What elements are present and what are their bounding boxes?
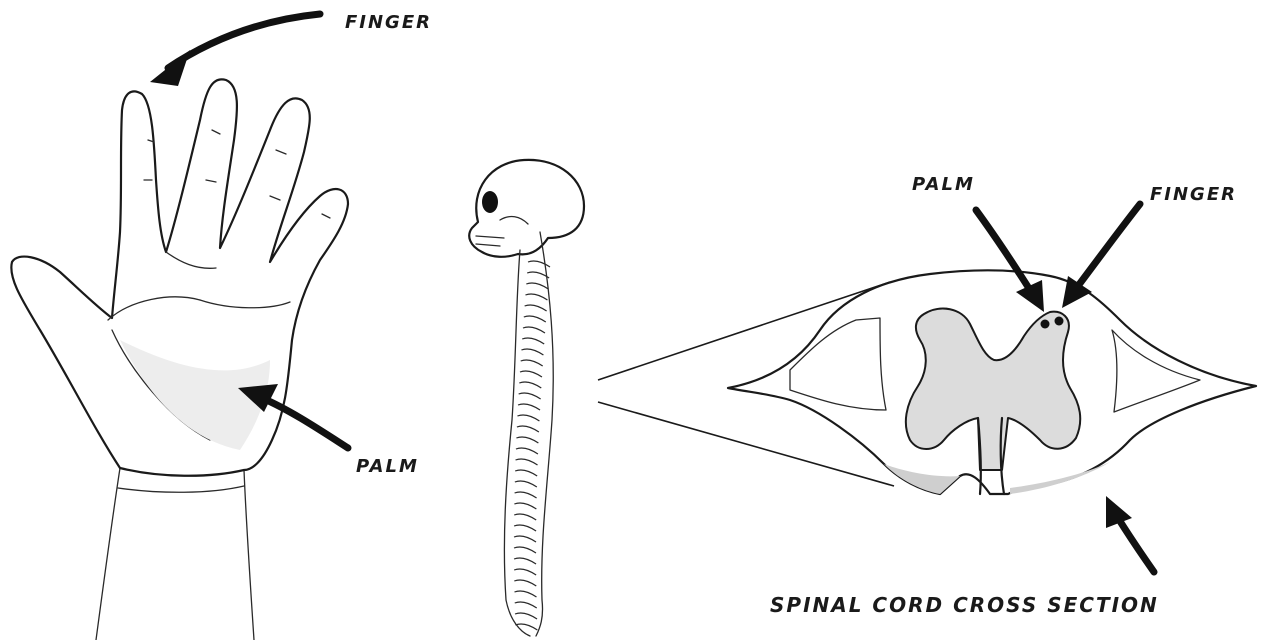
- vertebra: [521, 360, 543, 366]
- vertebra: [514, 547, 536, 553]
- vertebra: [515, 492, 537, 498]
- vertebra: [514, 580, 536, 586]
- vertebra: [523, 327, 545, 333]
- cross-section-caption: SPINAL CORD CROSS SECTION: [770, 593, 1159, 617]
- vertebra: [515, 470, 537, 476]
- vertebra: [517, 426, 539, 432]
- vertebra: [514, 536, 536, 542]
- vertebra: [526, 283, 548, 289]
- spinal-cord-cross-section: [728, 270, 1256, 494]
- finger-neuron-dot: [1055, 317, 1064, 326]
- vertebra: [519, 382, 541, 388]
- vertebra: [515, 602, 537, 608]
- vertebra: [514, 569, 536, 575]
- vertebra: [514, 558, 536, 564]
- vertebra: [528, 261, 550, 267]
- vertebra: [514, 525, 536, 531]
- cord-finger-arrow: [1062, 204, 1140, 308]
- cord-palm-arrow: [976, 210, 1044, 312]
- vertebra: [524, 316, 546, 322]
- palm-neuron-dot: [1041, 320, 1050, 329]
- skeleton-spine-drawing: [469, 160, 584, 636]
- vertebra: [515, 613, 537, 619]
- vertebra: [521, 349, 543, 355]
- vertebra: [516, 437, 538, 443]
- hand-drawing: [11, 79, 348, 640]
- vertebrae-group: [514, 261, 550, 630]
- vertebra: [519, 393, 541, 399]
- eye-socket: [482, 191, 498, 213]
- vertebra: [522, 338, 544, 344]
- vertebra: [517, 415, 539, 421]
- vertebra: [518, 404, 540, 410]
- vertebra: [525, 294, 547, 300]
- vertebra: [516, 459, 538, 465]
- vertebra: [525, 305, 547, 311]
- vertebra: [514, 591, 536, 597]
- vertebra: [520, 371, 542, 377]
- cord-palm-label: PALM: [912, 174, 975, 195]
- hand-finger-arrow: [150, 14, 320, 86]
- grey-matter: [906, 309, 1080, 470]
- vertebra: [515, 481, 537, 487]
- vertebra: [516, 448, 538, 454]
- cord-finger-label: FINGER: [1150, 184, 1237, 205]
- cross-section-caption-arrow: [1106, 496, 1154, 572]
- hand-finger-label: FINGER: [345, 12, 432, 33]
- vertebra: [514, 503, 536, 509]
- vertebra: [514, 514, 536, 520]
- spine-front-outline: [504, 250, 530, 636]
- spine-back-outline: [536, 232, 553, 636]
- wrist-outline: [96, 468, 254, 640]
- hand-palm-label: PALM: [356, 456, 419, 477]
